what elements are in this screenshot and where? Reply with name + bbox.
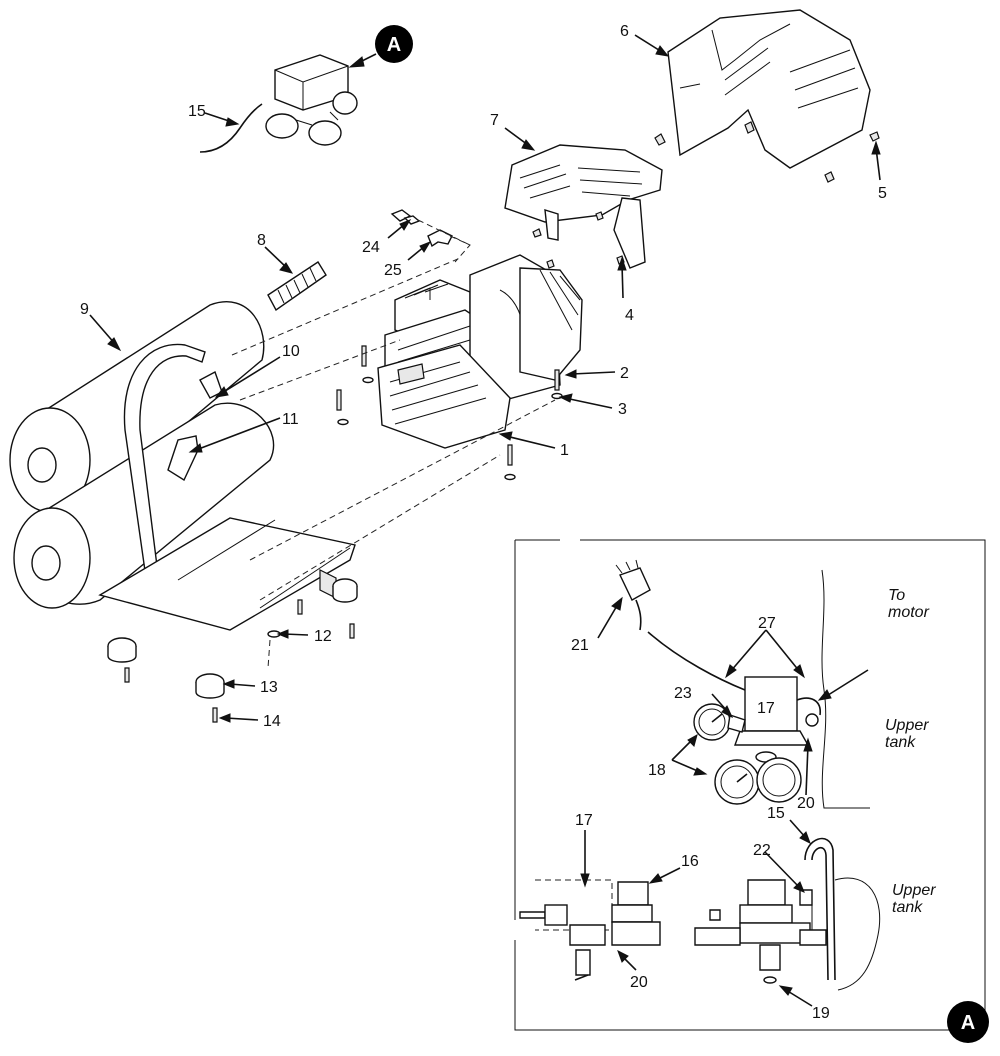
- callout-12: 12: [314, 628, 332, 645]
- pressure-switch-assembly: [199, 54, 358, 153]
- callout-16: 16: [681, 853, 699, 870]
- base-plate: [98, 517, 356, 631]
- callout-5: 5: [878, 185, 887, 202]
- rear-shroud: [667, 9, 871, 169]
- callout-1: 1: [560, 442, 569, 459]
- leader-arrows: [89, 34, 881, 723]
- callout-21: 21: [571, 637, 589, 654]
- callout-22: 22: [753, 842, 771, 859]
- callout-27: 27: [758, 615, 776, 632]
- rubber-feet: [107, 578, 358, 723]
- badge-a-top-label: A: [387, 34, 401, 56]
- callout-labels: 1 2 3 4 5 6 7 8 9 10 11 12 13 14 15 24 2…: [80, 23, 887, 730]
- to-motor-label-1: To: [888, 587, 905, 604]
- callout-8: 8: [257, 232, 266, 249]
- badge-a-bottom-label: A: [961, 1012, 975, 1034]
- badge-a-bottom: A: [947, 1001, 989, 1043]
- upper-tank-a-label-1: Upper: [885, 717, 929, 734]
- assembly-guide-lines: [231, 257, 556, 669]
- callout-18: 18: [648, 762, 666, 779]
- callout-7: 7: [490, 112, 499, 129]
- callout-15: 15: [188, 103, 206, 120]
- callout-6: 6: [620, 23, 629, 40]
- detail-inset-a: [514, 539, 986, 1031]
- fittings-24-25: [390, 209, 471, 263]
- callout-20-lower: 20: [630, 974, 648, 991]
- front-shroud: [504, 144, 663, 269]
- to-motor-label-2: motor: [888, 604, 930, 621]
- callout-3: 3: [618, 401, 627, 418]
- callout-9: 9: [80, 301, 89, 318]
- callout-23: 23: [674, 685, 692, 702]
- callout-20-upper: 20: [797, 795, 815, 812]
- callout-15-inset: 15: [767, 805, 785, 822]
- inset-labels: 21 27 17 23 18 20 15 22 17 16 20 19 To m…: [571, 587, 936, 1022]
- callout-19: 19: [812, 1005, 830, 1022]
- callout-2: 2: [620, 365, 629, 382]
- pump-motor-assembly: [377, 254, 583, 449]
- badge-a-top: A: [348, 25, 413, 68]
- callout-24: 24: [362, 239, 380, 256]
- callout-25: 25: [384, 262, 402, 279]
- callout-4: 4: [625, 307, 634, 324]
- callout-10: 10: [282, 343, 300, 360]
- upper-tank-b-label-2: tank: [892, 899, 923, 916]
- upper-tank-b-label-1: Upper: [892, 882, 936, 899]
- callout-17-lower: 17: [575, 812, 593, 829]
- callout-17-inset: 17: [757, 700, 775, 717]
- air-filter: [267, 261, 327, 312]
- twin-tanks: [9, 301, 275, 609]
- callout-11: 11: [282, 411, 299, 428]
- upper-tank-a-label-2: tank: [885, 734, 916, 751]
- callout-14: 14: [263, 713, 281, 730]
- shroud-screws: [532, 121, 880, 269]
- callout-13: 13: [260, 679, 278, 696]
